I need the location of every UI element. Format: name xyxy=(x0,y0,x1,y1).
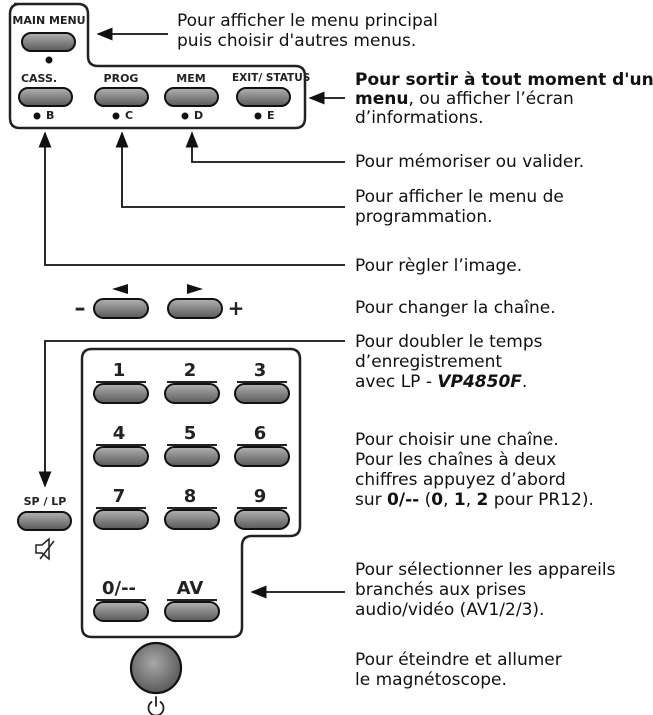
key-7-button[interactable] xyxy=(93,509,149,530)
main-menu-label: MAIN MENU xyxy=(12,14,86,27)
av-desc-line2: branchés aux prises xyxy=(355,580,527,600)
key-9-underline xyxy=(237,507,287,509)
key-0-label: 0/-- xyxy=(101,578,137,599)
sp-lp-desc-line3: avec LP - VP4850F. xyxy=(355,372,528,392)
main-menu-desc-line2: puis choisir d'autres menus. xyxy=(177,31,417,51)
sp-lp-desc-line2: d’enregistrement xyxy=(355,352,503,372)
prog-desc-line1: Pour afficher le menu de xyxy=(355,187,564,207)
cass-button[interactable] xyxy=(18,87,73,107)
av-label: AV xyxy=(176,578,204,599)
digits-desc-line4: sur 0/-- (0, 1, 2 pour PR12). xyxy=(355,490,594,510)
power-desc-line2: le magnétoscope. xyxy=(355,670,507,690)
prog-label: PROG xyxy=(103,72,139,85)
sp-lp-label: SP / LP xyxy=(23,495,67,508)
key-6-label: 6 xyxy=(253,423,267,444)
prog-sub-letter: C xyxy=(125,109,134,122)
power-button[interactable] xyxy=(129,641,183,695)
key-6-button[interactable] xyxy=(234,446,290,467)
digits-desc-line2: Pour les chaînes à deux xyxy=(355,450,557,470)
sp-lp-leader xyxy=(38,340,345,488)
av-desc-line3: audio/vidéo (AV1/2/3). xyxy=(355,600,545,620)
exit-desc-line3: d’informations. xyxy=(355,108,484,128)
key-1-label: 1 xyxy=(112,360,126,381)
key-4-label: 4 xyxy=(112,423,126,444)
digits-desc-line1: Pour choisir une chaîne. xyxy=(355,430,559,450)
key-6-underline xyxy=(237,444,287,446)
key-2-underline xyxy=(167,381,217,383)
digits-desc-line3: chiffres appuyez d’abord xyxy=(355,470,566,490)
mem-sub-letter: D xyxy=(194,109,204,122)
power-desc-line1: Pour éteindre et allumer xyxy=(355,650,562,670)
key-4-button[interactable] xyxy=(93,446,149,467)
key-1-underline xyxy=(96,381,146,383)
cass-leader xyxy=(38,131,345,266)
main-menu-button[interactable] xyxy=(21,32,76,52)
minus-sign: – xyxy=(74,296,86,321)
prog-leader xyxy=(115,131,345,208)
key-5-label: 5 xyxy=(183,423,197,444)
key-3-underline xyxy=(237,381,287,383)
prog-desc-line2: programmation. xyxy=(355,207,493,227)
top-panel-outline xyxy=(8,2,307,130)
mem-leader xyxy=(185,131,345,163)
mem-button[interactable] xyxy=(164,87,219,107)
mem-desc: Pour mémoriser ou valider. xyxy=(355,152,585,172)
sp-lp-desc-line1: Pour doubler le temps xyxy=(355,332,543,352)
key-0-underline xyxy=(96,599,146,601)
mem-label: MEM xyxy=(176,72,206,85)
sp-lp-button[interactable] xyxy=(17,511,72,531)
key-4-underline xyxy=(96,444,146,446)
exit-status-button[interactable] xyxy=(236,87,291,107)
channel-up-button[interactable] xyxy=(167,298,223,319)
key-3-button[interactable] xyxy=(234,383,290,404)
cass-label: CASS. xyxy=(20,72,58,85)
key-0-button[interactable] xyxy=(93,601,149,622)
key-8-button[interactable] xyxy=(164,509,220,530)
exit-status-label: EXIT/ STATUS xyxy=(232,72,311,84)
key-7-underline xyxy=(96,507,146,509)
mem-dot-icon xyxy=(181,112,189,120)
exit-desc-line1: Pour sortir à tout moment d'un xyxy=(355,70,653,90)
cass-desc: Pour règler l’image. xyxy=(355,256,523,276)
prog-dot-icon xyxy=(112,112,120,120)
main-menu-dot-icon xyxy=(45,56,53,64)
key-7-label: 7 xyxy=(112,486,126,507)
key-5-button[interactable] xyxy=(164,446,220,467)
cass-sub-letter: B xyxy=(46,109,55,122)
key-9-label: 9 xyxy=(253,486,267,507)
av-desc-line1: Pour sélectionner les appareils xyxy=(355,560,616,580)
key-2-button[interactable] xyxy=(164,383,220,404)
channel-down-button[interactable] xyxy=(93,298,149,319)
cass-dot-icon xyxy=(33,112,41,120)
key-8-label: 8 xyxy=(183,486,197,507)
mute-speaker-icon xyxy=(35,537,55,561)
plus-sign: + xyxy=(227,296,245,320)
av-button[interactable] xyxy=(164,601,220,622)
prog-button[interactable] xyxy=(94,87,149,107)
key-3-label: 3 xyxy=(253,360,267,381)
channel-desc: Pour changer la chaîne. xyxy=(355,298,556,318)
exit-dot-icon xyxy=(254,112,262,120)
key-9-button[interactable] xyxy=(234,509,290,530)
key-1-button[interactable] xyxy=(93,383,149,404)
exit-desc-line2: menu, ou afficher l’écran xyxy=(355,89,574,109)
left-arrow-icon xyxy=(112,284,128,294)
key-5-underline xyxy=(167,444,217,446)
main-menu-desc-line1: Pour afficher le menu principal xyxy=(177,11,438,31)
key-2-label: 2 xyxy=(183,360,197,381)
keypad-outline xyxy=(80,347,302,639)
exit-sub-letter: E xyxy=(267,109,275,122)
av-underline xyxy=(167,599,217,601)
right-arrow-icon xyxy=(187,284,203,294)
power-icon xyxy=(147,696,165,715)
key-8-underline xyxy=(167,507,217,509)
